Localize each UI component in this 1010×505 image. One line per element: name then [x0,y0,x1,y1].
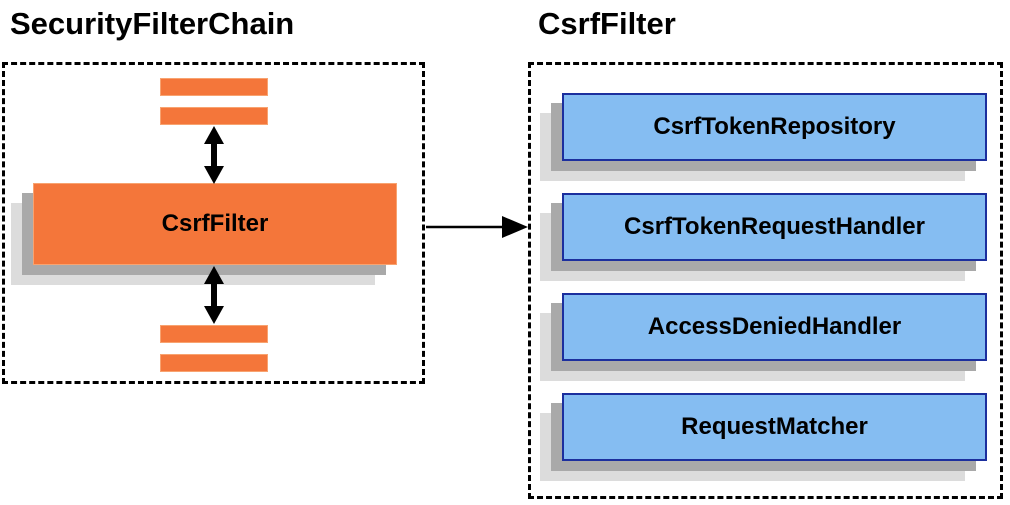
component-label: RequestMatcher [681,413,868,440]
component-node-access-denied-handler: AccessDeniedHandler [562,293,987,361]
arrow-csrf-filter-to-components [426,216,528,238]
filter-placeholder-bar [160,354,268,372]
component-node-csrf-token-request-handler: CsrfTokenRequestHandler [562,193,987,261]
filter-placeholder-bar [160,78,268,96]
filter-placeholder-bar [160,107,268,125]
security-filter-chain-container [2,62,425,384]
component-label: AccessDeniedHandler [647,313,902,340]
component-node-request-matcher: RequestMatcher [562,393,987,461]
filter-placeholder-bar [160,325,268,343]
component-label: CsrfTokenRequestHandler [624,213,925,240]
security-filter-chain-title: SecurityFilterChain [10,6,295,41]
component-label: CsrfTokenRepository [653,113,896,140]
csrf-filter-container [528,62,1003,499]
csrf-filter-node: CsrfFilter [33,183,397,265]
component-node-csrf-token-repository: CsrfTokenRepository [562,93,987,161]
csrf-filter-title: CsrfFilter [538,6,676,41]
csrf-filter-node-label: CsrfFilter [161,210,269,237]
